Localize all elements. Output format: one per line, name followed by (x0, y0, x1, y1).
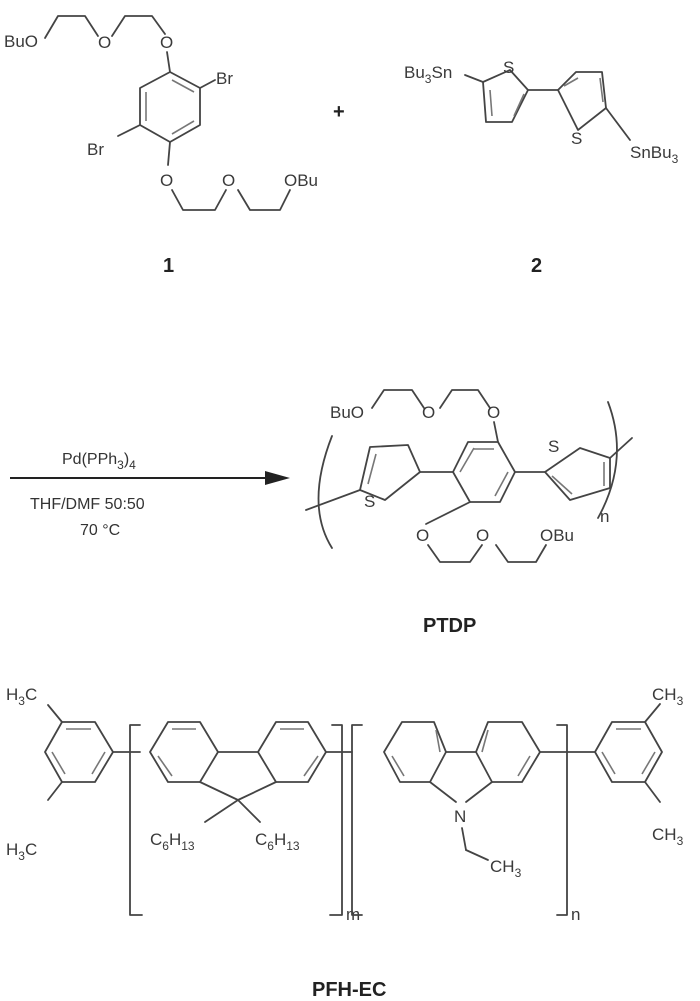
oxygen-label: O (416, 526, 429, 545)
oxygen-label: O (98, 33, 111, 52)
oxygen-label: O (160, 33, 173, 52)
obu-label: OBu (284, 171, 318, 190)
h3c-label: H3C (6, 840, 37, 863)
c6h13-label: C6H13 (255, 830, 300, 853)
buo-label: BuO (4, 32, 38, 51)
buo-label: BuO (330, 403, 364, 422)
solvent-label: THF/DMF 50:50 (30, 496, 145, 513)
oxygen-label: O (487, 403, 500, 422)
oxygen-label: O (222, 171, 235, 190)
reaction-arrow: Pd(PPh3)4 THF/DMF 50:50 70 °C (10, 451, 290, 539)
sulfur-label: S (548, 437, 559, 456)
h3c-label: H3C (6, 685, 37, 708)
catalyst-label: Pd(PPh3)4 (62, 451, 136, 472)
ch3-label: CH3 (652, 825, 684, 848)
compound-1-label: 1 (163, 255, 174, 277)
sulfur-label: S (364, 492, 375, 511)
nitrogen-label: N (454, 807, 466, 826)
repeat-index-n: n (571, 905, 580, 924)
snbu3-label: SnBu3 (630, 143, 679, 166)
repeat-index-n: n (600, 507, 609, 526)
ch3-label: CH3 (490, 857, 522, 880)
product-ptdp: BuO O O S S n O O OBu PTDP (305, 389, 633, 637)
pfh-ec-label: PFH-EC (312, 979, 386, 1001)
ptdp-label: PTDP (423, 615, 476, 637)
ch3-label: CH3 (652, 685, 684, 708)
bromine-label: Br (216, 69, 233, 88)
bromine-label: Br (87, 140, 104, 159)
sulfur-label: S (571, 129, 582, 148)
compound-2: Bu3Sn S S SnBu3 2 (404, 58, 679, 277)
compound-2-label: 2 (531, 255, 542, 277)
oxygen-label: O (476, 526, 489, 545)
temperature-label: 70 °C (80, 522, 120, 539)
obu-label: OBu (540, 526, 574, 545)
compound-1: BuO O O Br Br O O OBu 1 (4, 15, 318, 277)
oxygen-label: O (422, 403, 435, 422)
oxygen-label: O (160, 171, 173, 190)
bu3sn-label: Bu3Sn (404, 63, 452, 86)
product-pfh-ec: H3C H3C C6H13 C6H13 m (6, 685, 684, 1001)
plus-sign: + (333, 101, 345, 123)
c6h13-label: C6H13 (150, 830, 195, 853)
sulfur-label: S (503, 58, 514, 77)
